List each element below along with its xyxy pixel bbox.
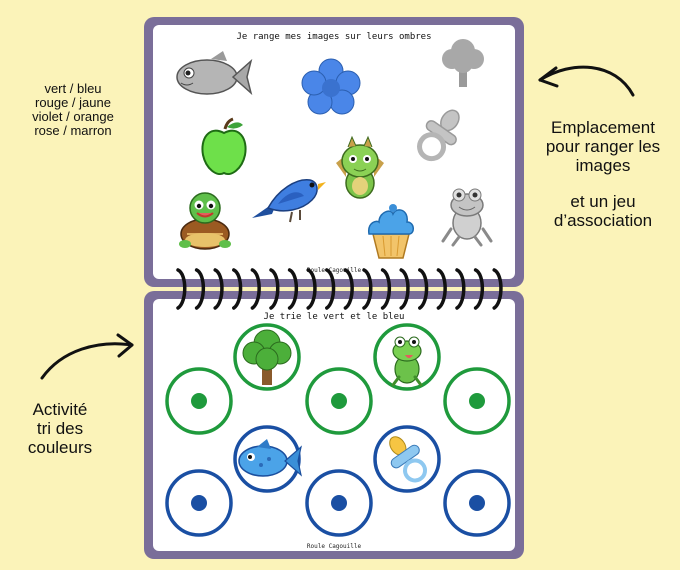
spiral-ring xyxy=(232,268,243,310)
spiral-ring xyxy=(455,268,466,310)
spiral-ring xyxy=(473,268,485,310)
spiral-ring xyxy=(176,268,187,310)
fish-icon[interactable] xyxy=(238,439,302,477)
note-line: images xyxy=(575,156,631,175)
pacifier-icon[interactable] xyxy=(379,429,434,488)
note-line: Emplacement xyxy=(551,118,655,137)
green-target[interactable] xyxy=(443,367,511,435)
note-line: pour ranger les xyxy=(545,137,661,156)
left-arrow-icon xyxy=(40,333,134,380)
apple-icon xyxy=(201,117,247,175)
pacifier-shadow-icon xyxy=(417,109,460,162)
note-line: Activité xyxy=(32,400,88,419)
flower-icon xyxy=(301,58,361,115)
activity-note: Activité tri des couleurs xyxy=(10,400,110,457)
spiral-ring xyxy=(343,268,354,310)
spiral-ring xyxy=(306,268,317,310)
spiral-ring xyxy=(287,268,299,310)
spiral-ring xyxy=(213,268,224,310)
bottom-binder: Je trie le vert et le bleu xyxy=(144,291,524,559)
spiral-ring xyxy=(194,268,206,310)
spiral-ring xyxy=(269,268,280,310)
spiral-ring xyxy=(325,268,336,310)
color-pair: rose / marron xyxy=(34,123,112,138)
blue-target[interactable] xyxy=(165,469,233,537)
spiral-ring xyxy=(362,268,373,310)
spiral-ring xyxy=(380,268,392,310)
note-line: et un jeu xyxy=(570,192,636,211)
cupcake-icon xyxy=(368,204,414,259)
spiral-ring xyxy=(436,268,447,310)
spiral-binding xyxy=(176,268,503,310)
page-credit: Roule Cagouille xyxy=(306,267,362,274)
storage-note: Emplacement pour ranger les images et un… xyxy=(528,118,678,230)
color-sorting-page: Je trie le vert et le bleu xyxy=(153,299,515,551)
green-target[interactable] xyxy=(165,367,233,435)
blue-target[interactable] xyxy=(443,469,511,537)
page-title: Je range mes images sur leurs ombres xyxy=(236,32,432,42)
note-line: tri des xyxy=(36,419,84,438)
spiral-ring xyxy=(250,268,261,310)
green-target[interactable] xyxy=(305,367,373,435)
note-line: couleurs xyxy=(27,438,93,457)
shadow-matching-page: Je range mes images sur leurs ombres xyxy=(153,25,515,279)
fish-shadow-icon xyxy=(176,51,253,96)
color-pair: vert / bleu xyxy=(44,81,102,96)
tree-icon[interactable] xyxy=(242,329,292,385)
dragon-icon xyxy=(336,135,384,199)
color-pair: violet / orange xyxy=(32,109,114,124)
frog-shadow-icon xyxy=(441,188,493,247)
turtle-icon xyxy=(179,192,231,250)
blue-target[interactable] xyxy=(305,469,373,537)
color-pair: rouge / jaune xyxy=(35,95,111,110)
tree-shadow-icon xyxy=(442,39,484,87)
sorting-board xyxy=(165,323,511,537)
note-line: d’association xyxy=(553,211,653,230)
frog-icon[interactable] xyxy=(391,336,423,387)
spiral-ring xyxy=(492,268,503,310)
top-binder: Je range mes images sur leurs ombres xyxy=(144,17,524,287)
bird-icon xyxy=(252,179,326,223)
right-arrow-icon xyxy=(538,65,635,97)
spiral-ring xyxy=(399,268,410,310)
page-credit: Roule Cagouille xyxy=(306,543,362,550)
page-title: Je trie le vert et le bleu xyxy=(263,312,405,322)
color-pairs-list: vert / bleu rouge / jaune violet / orang… xyxy=(8,82,138,138)
spiral-ring xyxy=(418,268,429,310)
